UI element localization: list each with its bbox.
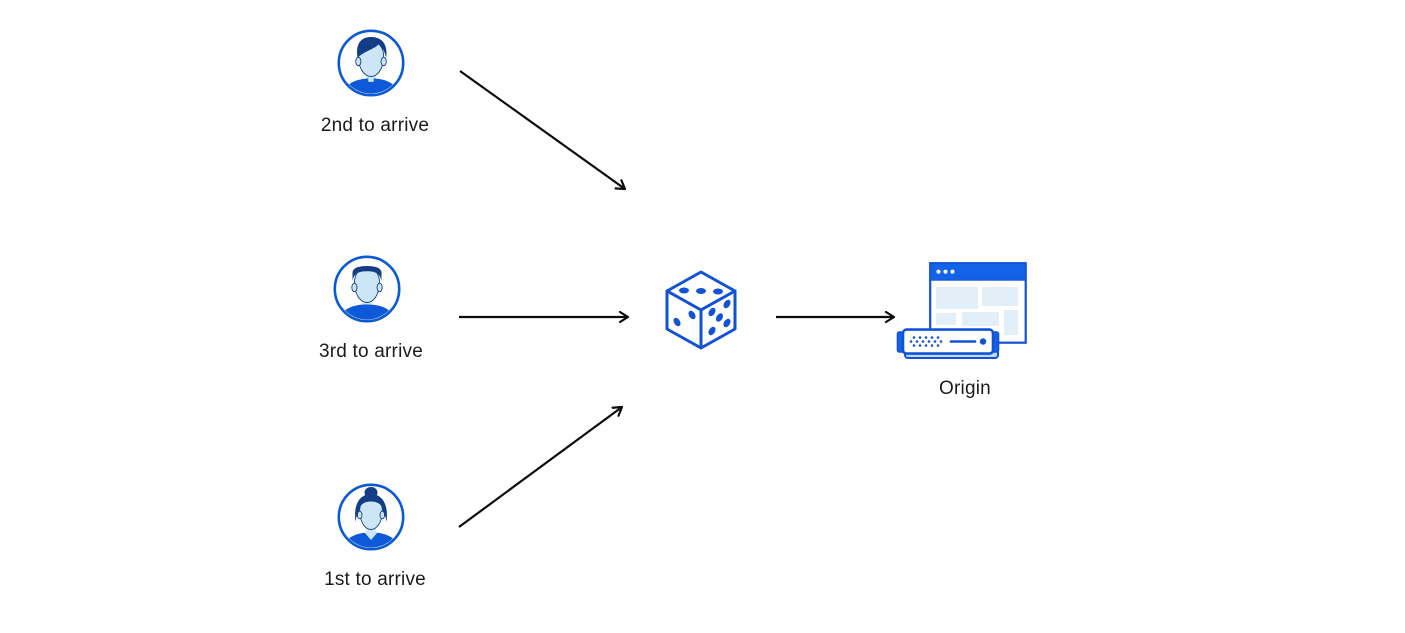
server-vent-dots: [909, 336, 943, 347]
origin-label: Origin: [939, 378, 991, 399]
avatar-woman-bun-icon: [337, 483, 405, 551]
selector-node: [663, 268, 739, 352]
client-node-third: [332, 254, 402, 324]
avatar-man-flat-top-icon: [333, 255, 401, 323]
client-label-second: 2nd to arrive: [320, 115, 430, 136]
client-label-first: 1st to arrive: [324, 569, 426, 590]
client-label-third: 3rd to arrive: [319, 341, 423, 362]
arrow-second-to-dice: [459, 70, 627, 191]
client-node-second: [336, 28, 406, 98]
dice-icon: [665, 270, 737, 350]
origin-server: [896, 328, 1000, 362]
arrow-first-to-dice: [458, 405, 624, 528]
client-node-first: [336, 482, 406, 552]
server-icon: [896, 328, 1000, 359]
avatar-man-swept-hair-icon: [337, 29, 405, 97]
